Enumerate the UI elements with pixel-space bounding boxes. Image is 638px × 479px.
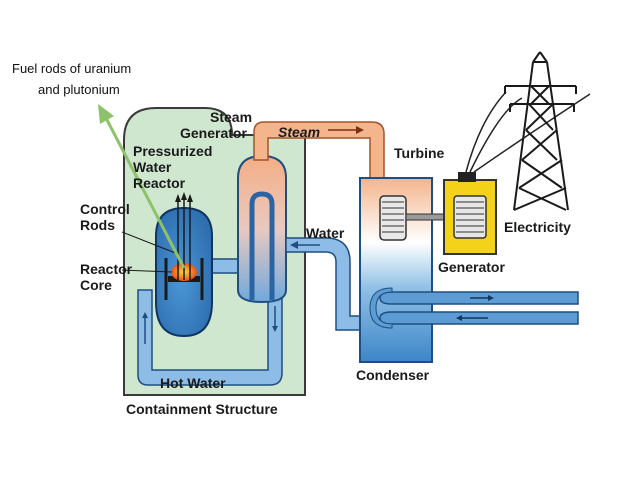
label-condenser: Condenser [356, 367, 430, 383]
label-hot-water: Hot Water [160, 375, 226, 391]
label-turbine: Turbine [394, 145, 445, 161]
transmission-tower [504, 51, 577, 211]
label-electricity: Electricity [504, 219, 571, 235]
label-steam-generator-1: Steam [210, 109, 252, 125]
label-pressurized-2: Water [133, 159, 172, 175]
label-control-rods-2: Rods [80, 217, 115, 233]
steam-generator-tube [249, 191, 275, 300]
label-reactor-core-2: Core [80, 277, 112, 293]
label-water: Water [306, 225, 345, 241]
label-steam: Steam [278, 124, 320, 140]
annotation-line-1: Fuel rods of uranium [12, 61, 131, 76]
cooling-out-arrowhead [488, 295, 494, 301]
steam-flow-arrowhead [356, 126, 364, 134]
power-line-2 [469, 97, 523, 173]
label-control-rods-1: Control [80, 201, 130, 217]
cooling-in-arrowhead [456, 315, 462, 321]
cooling-pipe-bend [369, 287, 393, 329]
label-containment: Containment Structure [126, 401, 278, 417]
control-rod-arrows [175, 192, 193, 202]
label-pressurized-1: Pressurized [133, 143, 212, 159]
control-rods-leader [121, 231, 179, 255]
turbine [379, 195, 407, 241]
reactor-core-leader [121, 269, 173, 273]
label-reactor-core-1: Reactor [80, 261, 133, 277]
label-pressurized-3: Reactor [133, 175, 186, 191]
power-line-1 [465, 91, 507, 173]
generator-terminal [458, 172, 476, 182]
annotation-arrow-line [104, 117, 186, 269]
water-flow-arrowhead [290, 241, 298, 249]
steam-generator [237, 154, 287, 304]
label-generator: Generator [438, 259, 505, 275]
annotation-arrowhead [98, 104, 114, 124]
generator-rotor [453, 195, 487, 239]
annotation-line-2: and plutonium [38, 82, 120, 97]
label-steam-generator-2: Generator [180, 125, 247, 141]
